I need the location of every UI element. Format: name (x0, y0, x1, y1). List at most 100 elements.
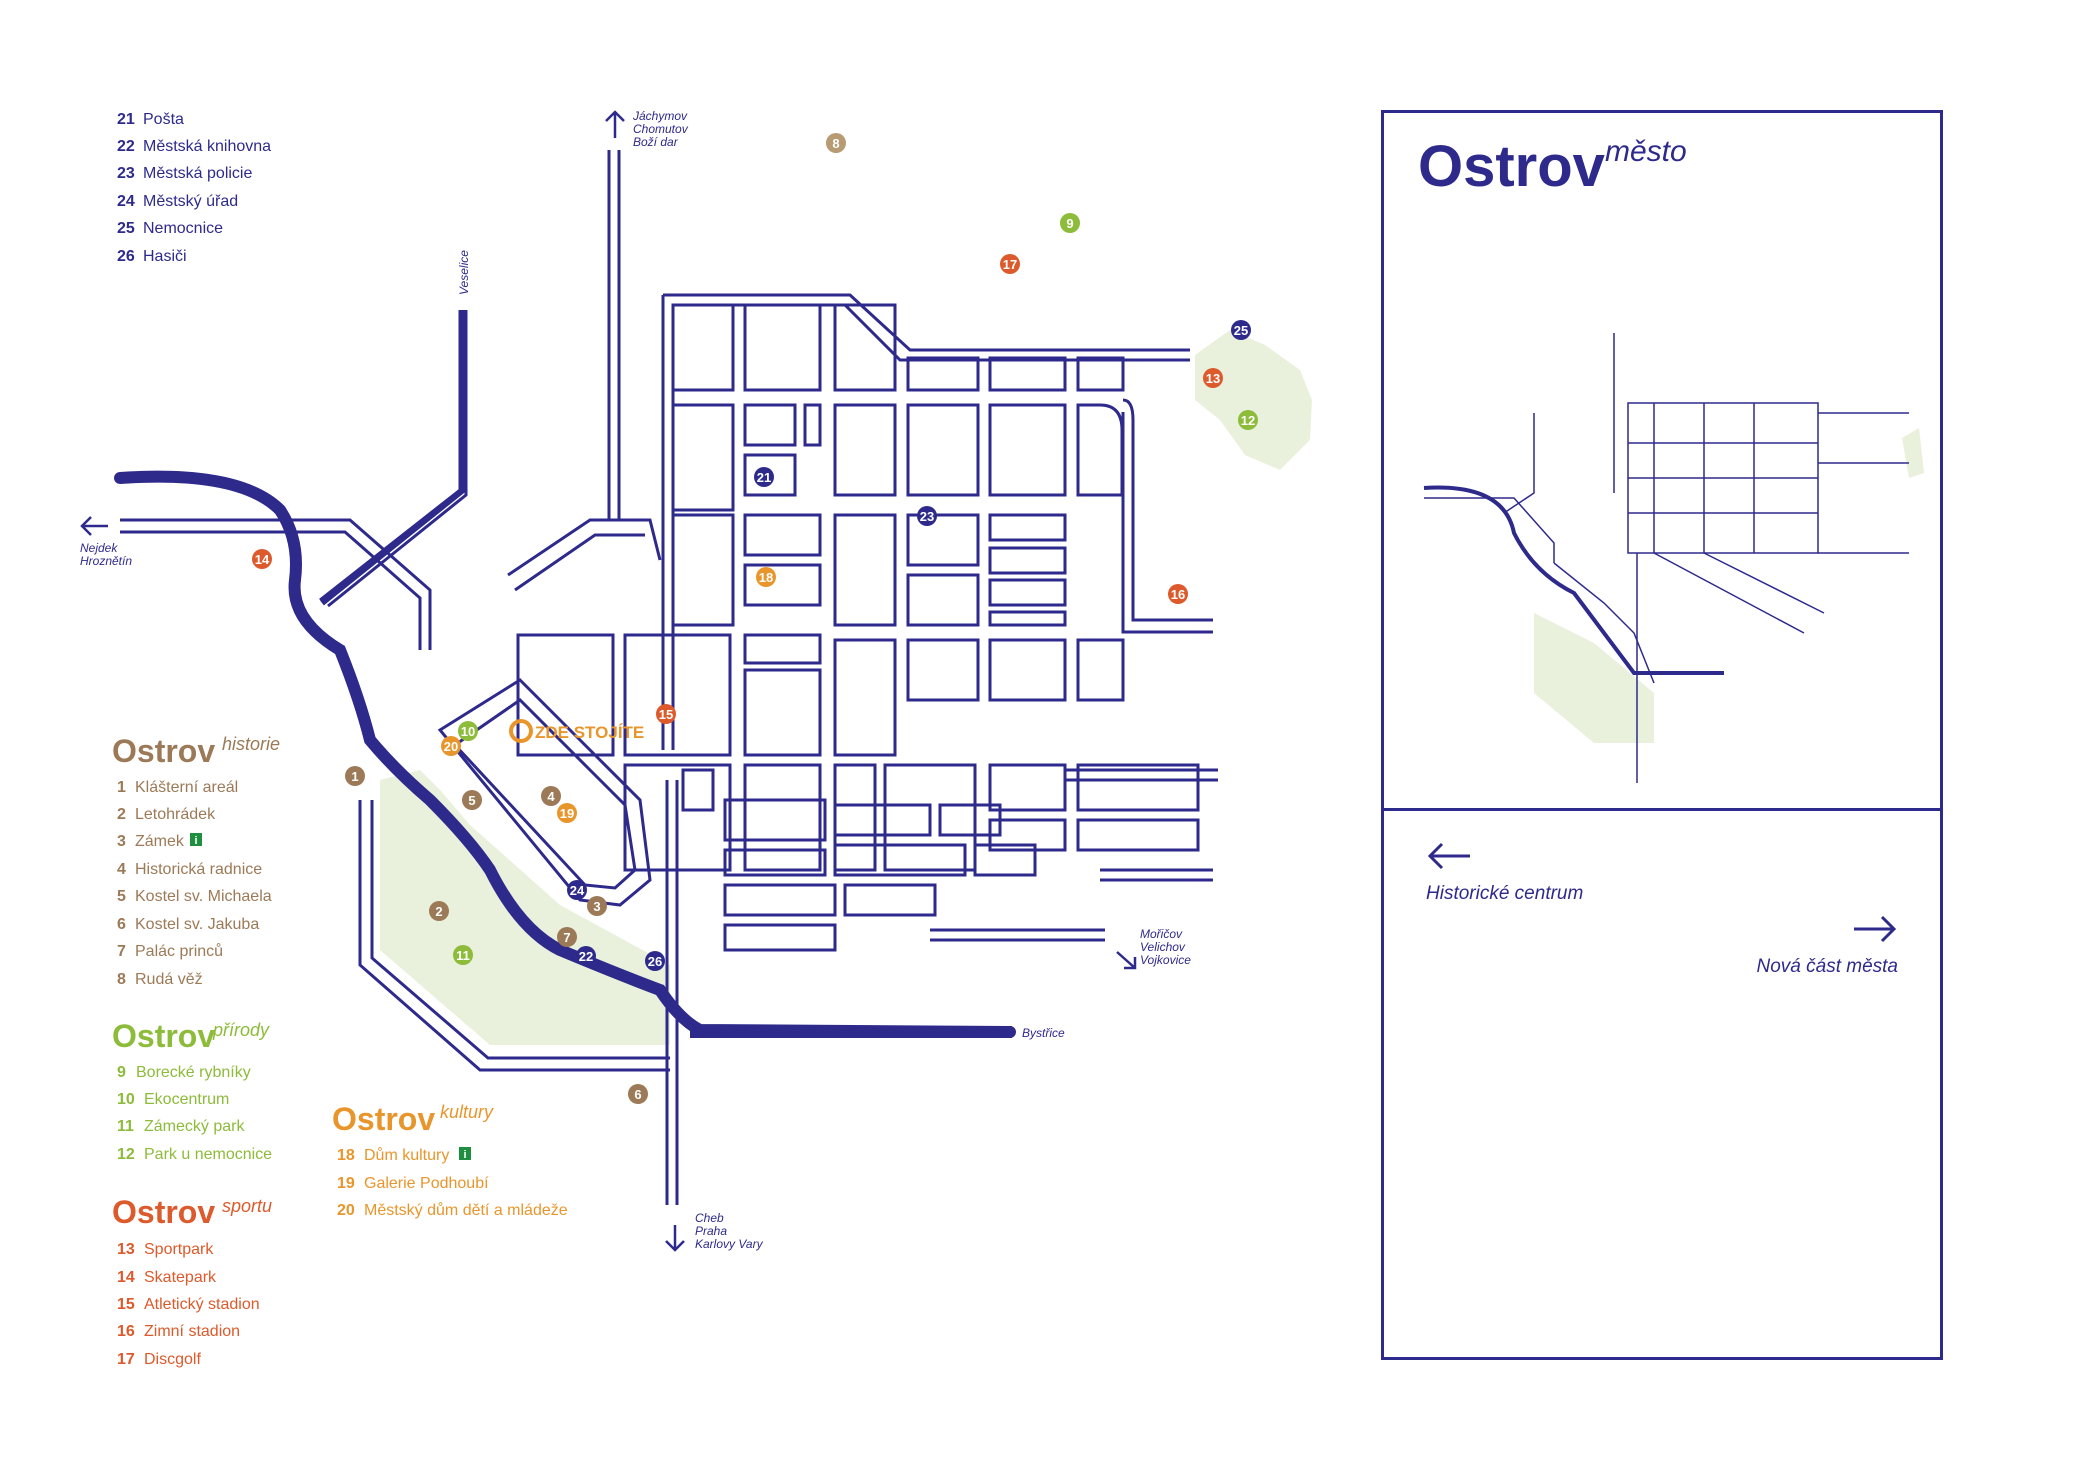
west-arrow (80, 516, 108, 536)
info-icon: i (190, 833, 202, 847)
svg-text:Městská knihovna: Městská knihovna (143, 138, 271, 155)
poi-5[interactable]: 5 (462, 790, 482, 810)
poi-20[interactable]: 20 (441, 736, 461, 756)
svg-text:i: i (463, 1149, 466, 1161)
svg-text:Letohrádek: Letohrádek (135, 806, 216, 823)
svg-text:Nemocnice: Nemocnice (143, 220, 223, 237)
svg-text:Městský dům dětí a mládeže: Městský dům dětí a mládeže (364, 1201, 568, 1219)
svg-text:2: 2 (435, 904, 442, 919)
dir-east-3: Vojkovice (1140, 953, 1191, 967)
poi-18[interactable]: 18 (756, 567, 776, 587)
arrow-right-icon[interactable] (1852, 914, 1898, 944)
svg-text:21: 21 (757, 470, 771, 485)
poi-26[interactable]: 26 (645, 951, 665, 971)
svg-text:25: 25 (1234, 323, 1248, 338)
poi-8[interactable]: 8 (826, 133, 846, 153)
dir-south-1: Cheb (695, 1211, 724, 1225)
east-arrow (1116, 951, 1137, 970)
panel-title-sup: město (1604, 135, 1687, 168)
svg-text:6: 6 (117, 916, 126, 933)
poi-7[interactable]: 7 (557, 927, 577, 947)
poi-14[interactable]: 14 (252, 549, 272, 569)
svg-text:Kostel sv. Jakuba: Kostel sv. Jakuba (135, 916, 259, 933)
svg-text:19: 19 (560, 806, 574, 821)
svg-text:22: 22 (117, 138, 135, 155)
poi-2[interactable]: 2 (429, 901, 449, 921)
poi-9[interactable]: 9 (1060, 213, 1080, 233)
dir-north-1: Jáchymov (632, 109, 688, 123)
poi-23[interactable]: 23 (917, 506, 937, 526)
poi-17[interactable]: 17 (1000, 254, 1020, 274)
svg-text:19: 19 (337, 1175, 355, 1192)
svg-text:Zámek: Zámek (135, 833, 185, 850)
svg-text:4: 4 (547, 789, 555, 804)
svg-text:13: 13 (1206, 371, 1220, 386)
historicke-centrum-link[interactable]: Historické centrum (1426, 883, 1584, 904)
svg-text:6: 6 (634, 1087, 641, 1102)
svg-text:9: 9 (117, 1064, 126, 1081)
svg-text:Sportpark: Sportpark (144, 1241, 214, 1258)
nova-cast-mesta-link[interactable]: Nová část města (1756, 956, 1899, 977)
poi-10[interactable]: 10 (458, 721, 478, 741)
svg-text:Palác princů: Palác princů (135, 942, 223, 960)
svg-text:10: 10 (461, 724, 475, 739)
panel-divider (1384, 808, 1940, 811)
svg-text:20: 20 (337, 1202, 355, 1219)
dir-north-2: Chomutov (633, 122, 689, 136)
minimap-river (1423, 485, 1724, 675)
legend-item: 21 Pošta (117, 111, 184, 128)
svg-text:26: 26 (648, 954, 662, 969)
svg-text:Ostrov: Ostrov (112, 1018, 215, 1054)
svg-text:12: 12 (1241, 413, 1255, 428)
svg-text:21: 21 (117, 111, 135, 128)
svg-text:Hasiči: Hasiči (143, 248, 187, 265)
minimap-roads (1424, 333, 1909, 783)
svg-text:23: 23 (920, 509, 934, 524)
svg-text:Galerie Podhoubí: Galerie Podhoubí (364, 1175, 489, 1192)
svg-text:14: 14 (117, 1269, 135, 1286)
poi-24[interactable]: 24 (567, 880, 587, 900)
poi-21[interactable]: 21 (754, 467, 774, 487)
svg-text:Pošta: Pošta (143, 111, 184, 128)
poi-13[interactable]: 13 (1203, 368, 1223, 388)
poi-22[interactable]: 22 (576, 946, 596, 966)
svg-text:18: 18 (759, 570, 773, 585)
minimap-park-nemocnice (1902, 428, 1924, 478)
poi-6[interactable]: 6 (628, 1084, 648, 1104)
svg-text:Atletický stadion: Atletický stadion (144, 1296, 260, 1313)
svg-text:24: 24 (117, 193, 135, 210)
overview-panel: Ostrovměsto Historické centrum Nová část… (1381, 110, 1943, 1360)
poi-12[interactable]: 12 (1238, 410, 1258, 430)
panel-minimap (1423, 333, 1924, 783)
svg-text:15: 15 (117, 1296, 135, 1313)
poi-4[interactable]: 4 (541, 786, 561, 806)
poi-16[interactable]: 16 (1168, 584, 1188, 604)
svg-text:Ostrov: Ostrov (112, 733, 215, 769)
poi-3[interactable]: 3 (587, 896, 607, 916)
svg-text:17: 17 (117, 1351, 135, 1368)
poi-25[interactable]: 25 (1231, 320, 1251, 340)
svg-text:Dům kultury: Dům kultury (364, 1146, 449, 1164)
svg-text:3: 3 (593, 899, 600, 914)
poi-1[interactable]: 1 (345, 766, 365, 786)
dir-west-2: Hroznětín (80, 554, 132, 568)
panel-title-main: Ostrov (1418, 134, 1605, 199)
svg-text:7: 7 (563, 930, 570, 945)
poi-15[interactable]: 15 (656, 704, 676, 724)
svg-text:Ekocentrum: Ekocentrum (144, 1091, 229, 1108)
svg-text:5: 5 (468, 793, 475, 808)
poi-19[interactable]: 19 (557, 803, 577, 823)
arrow-left-icon[interactable] (1426, 841, 1472, 871)
svg-text:20: 20 (444, 739, 458, 754)
svg-text:přírody: přírody (212, 1020, 270, 1040)
zamecky-park-area (380, 770, 670, 1045)
poi-11[interactable]: 11 (453, 945, 473, 965)
svg-text:23: 23 (117, 165, 135, 182)
svg-text:25: 25 (117, 220, 135, 237)
veselice-road (320, 310, 466, 606)
